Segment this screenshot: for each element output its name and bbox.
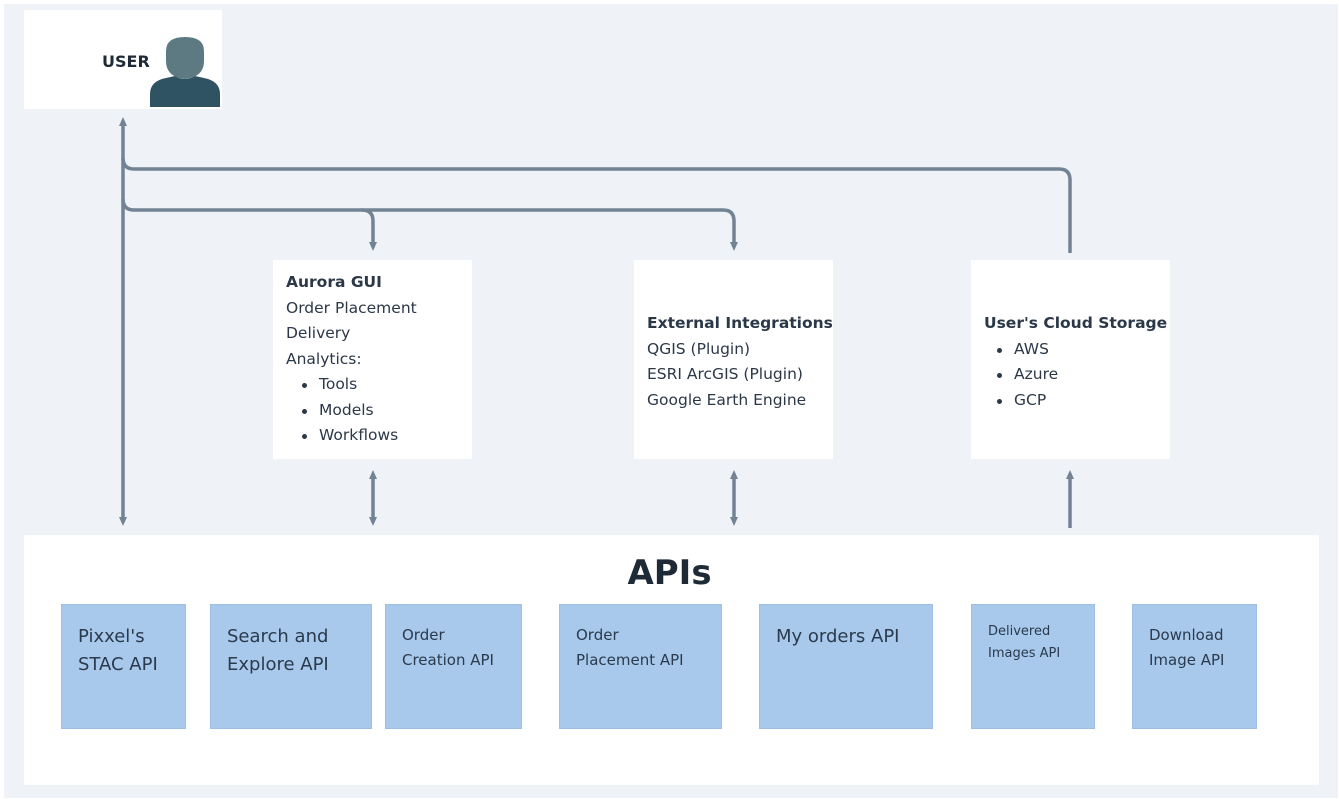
api-box-delivered-images: Delivered Images API bbox=[971, 604, 1095, 729]
api-label-line: Image API bbox=[1149, 651, 1225, 669]
external-integrations-box: External Integrations QGIS (Plugin) ESRI… bbox=[634, 260, 833, 459]
api-label-line: Pixxel's bbox=[78, 626, 145, 647]
connector-user-aurora bbox=[121, 198, 377, 251]
external-line: QGIS (Plugin) bbox=[647, 339, 751, 358]
api-box-download-image: Download Image API bbox=[1132, 604, 1257, 729]
api-label-line: Order bbox=[402, 626, 445, 644]
api-label-line: Download bbox=[1149, 626, 1224, 644]
api-label-line: Search and bbox=[227, 626, 329, 647]
connector-user-cloud bbox=[121, 157, 1072, 253]
api-label-line: My orders API bbox=[776, 626, 900, 647]
api-box-my-orders: My orders API bbox=[759, 604, 933, 729]
cloud-storage-box: User's Cloud Storage AWS Azure GCP bbox=[971, 260, 1170, 459]
cloud-provider-item: GCP bbox=[984, 388, 1170, 414]
cloud-provider-item: AWS bbox=[984, 337, 1170, 363]
cloud-provider-list: AWS Azure GCP bbox=[984, 337, 1170, 414]
cloud-title: User's Cloud Storage bbox=[984, 314, 1168, 332]
api-label-line: Placement API bbox=[576, 651, 684, 669]
aurora-analytics-item: Tools bbox=[286, 372, 472, 398]
cloud-provider-item: Azure bbox=[984, 362, 1170, 388]
apis-title: APIs bbox=[627, 553, 712, 593]
api-label-line: Explore API bbox=[227, 654, 329, 675]
external-line: Google Earth Engine bbox=[647, 390, 807, 409]
api-label-line: Images API bbox=[988, 646, 1061, 661]
aurora-gui-box: Aurora GUI Order Placement Delivery Anal… bbox=[273, 260, 472, 459]
api-label-line: Delivered bbox=[988, 624, 1051, 639]
api-box-pixxel-stac: Pixxel's STAC API bbox=[61, 604, 186, 729]
user-avatar-icon bbox=[150, 37, 220, 107]
aurora-line: Order Placement bbox=[286, 298, 417, 317]
external-title: External Integrations bbox=[647, 314, 833, 332]
api-label-line: STAC API bbox=[78, 654, 158, 675]
connector-user-external bbox=[362, 208, 738, 251]
aurora-line: Analytics: bbox=[286, 349, 362, 368]
aurora-analytics-item: Workflows bbox=[286, 423, 472, 449]
aurora-analytics-item: Models bbox=[286, 398, 472, 424]
api-box-order-creation: Order Creation API bbox=[385, 604, 522, 729]
aurora-analytics-list: Tools Models Workflows bbox=[286, 372, 472, 449]
aurora-line: Delivery bbox=[286, 324, 351, 342]
user-label: USER bbox=[102, 52, 150, 71]
aurora-title: Aurora GUI bbox=[286, 273, 382, 291]
api-label-line: Creation API bbox=[402, 651, 494, 669]
external-line: ESRI ArcGIS (Plugin) bbox=[647, 365, 803, 383]
api-box-order-placement: Order Placement API bbox=[559, 604, 722, 729]
api-label-line: Order bbox=[576, 626, 619, 644]
api-box-search-explore: Search and Explore API bbox=[210, 604, 372, 729]
